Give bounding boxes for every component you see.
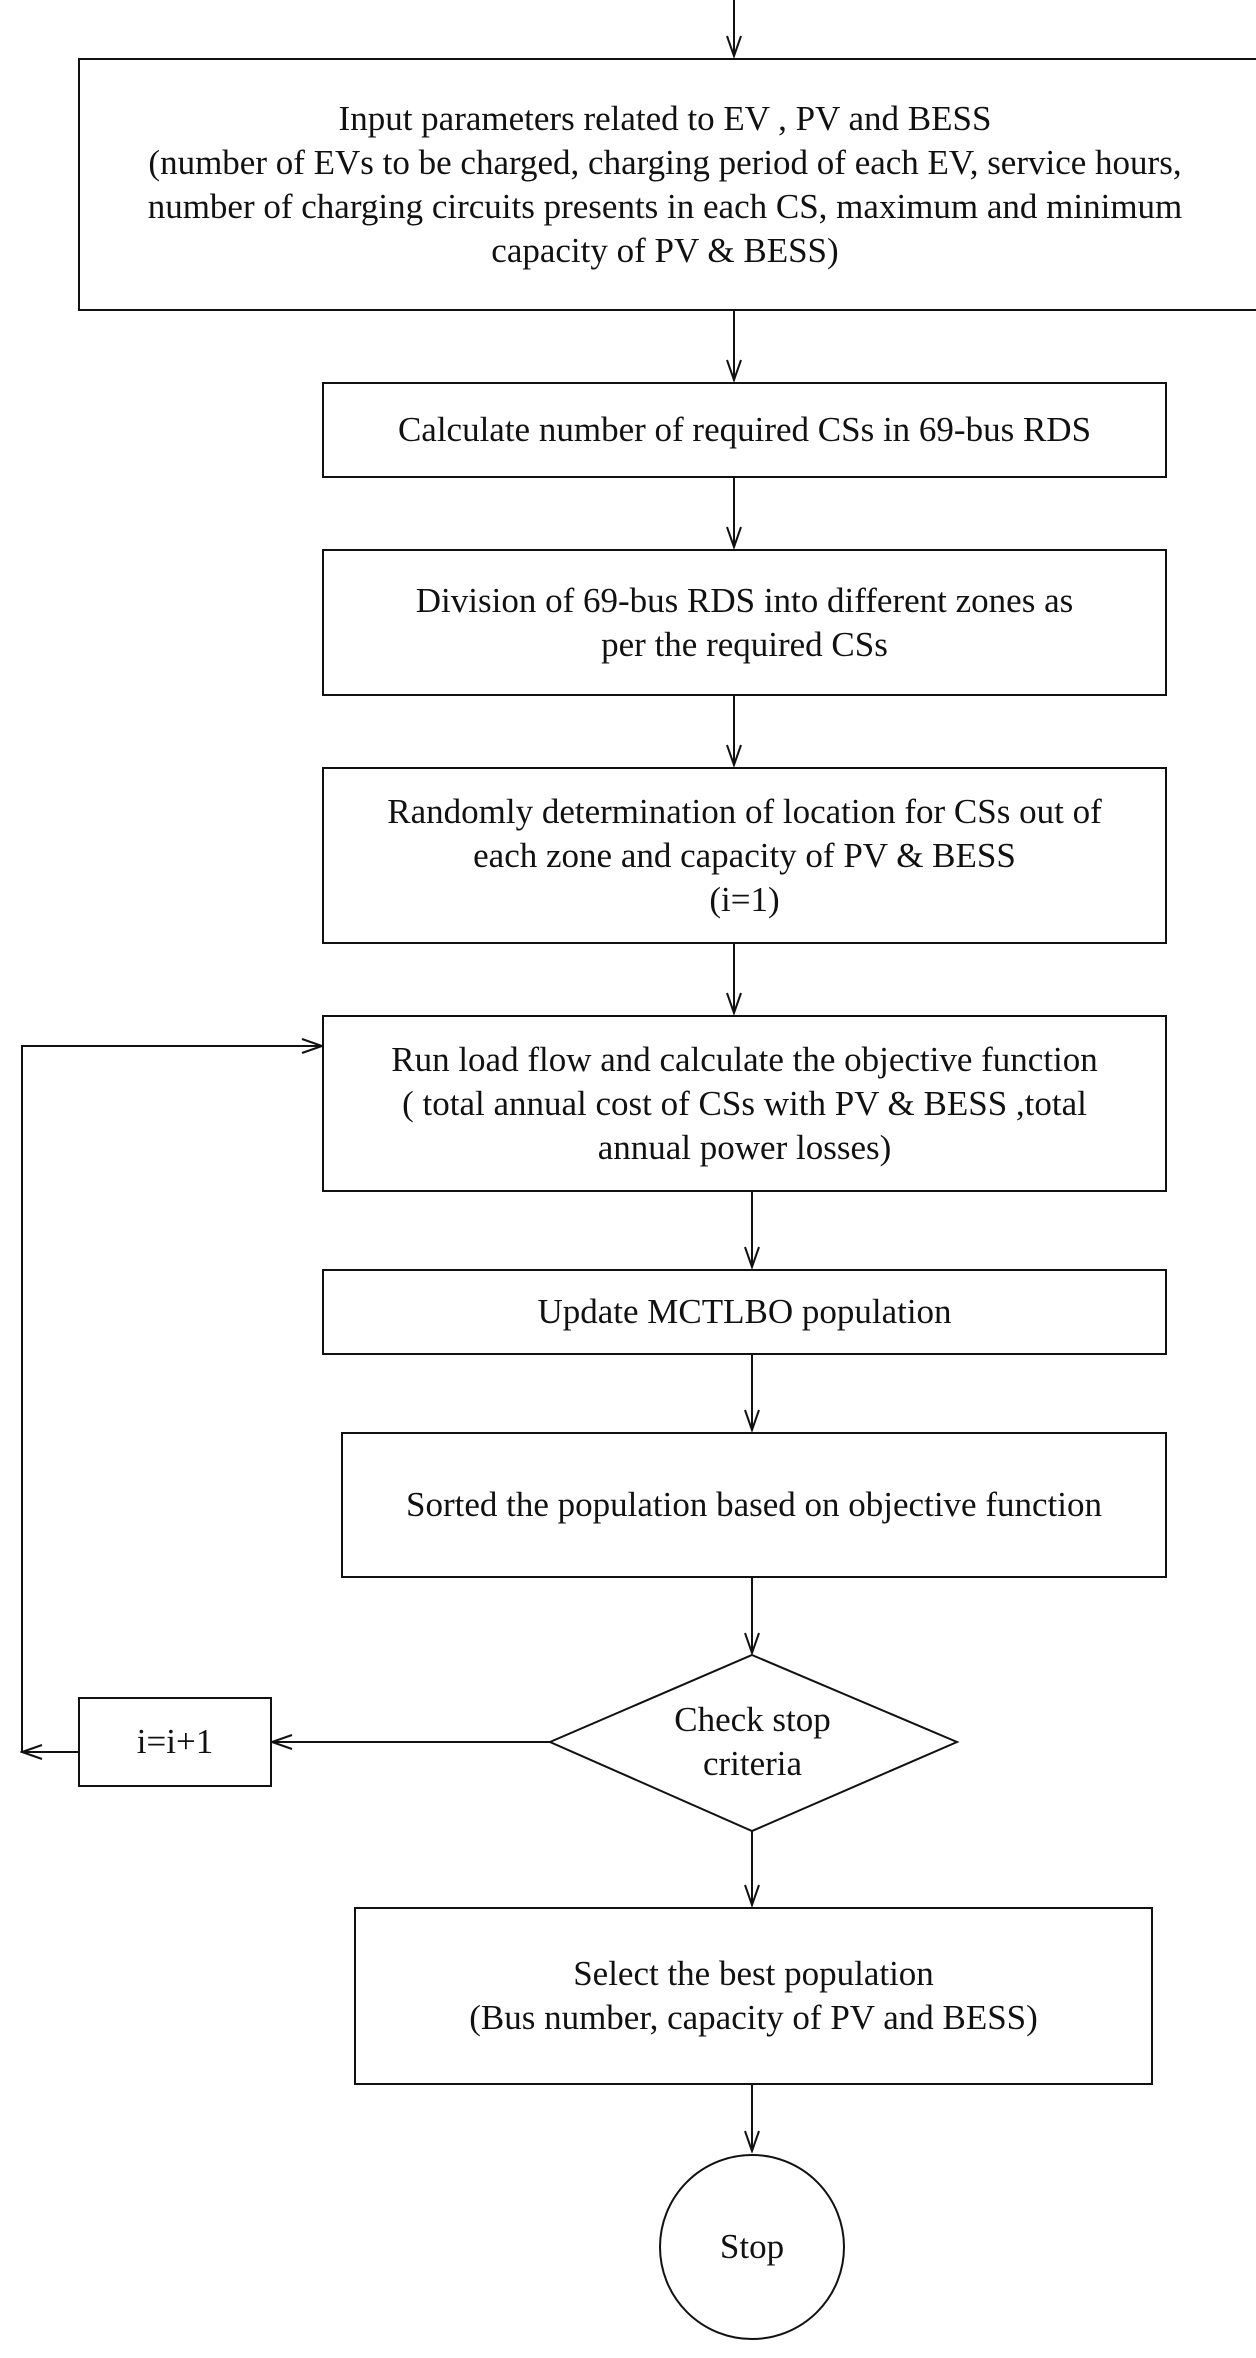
stop-line-1: Stop — [719, 2227, 785, 2266]
input-line-1: Input parameters related to EV , PV and … — [338, 98, 992, 138]
load-flow-line-2: ( total annual cost of CSs with PV & BES… — [402, 1083, 1087, 1123]
random-location-box: Randomly determination of location for C… — [322, 767, 1167, 944]
decision-diamond — [547, 1653, 960, 1833]
decision-line-2: criteria — [702, 1744, 803, 1783]
division-line-2: per the required CSs — [601, 624, 888, 664]
random-line-1: Randomly determination of location for C… — [387, 791, 1102, 831]
input-line-2: (number of EVs to be charged, charging p… — [148, 142, 1182, 182]
increment-box: i=i+1 — [78, 1697, 272, 1787]
stop-label: Stop — [662, 2203, 842, 2291]
random-line-2: each zone and capacity of PV & BESS — [473, 835, 1016, 875]
update-line-1: Update MCTLBO population — [537, 1292, 952, 1331]
load-flow-line-3: annual power losses) — [597, 1127, 892, 1167]
sorted-line-1: Sorted the population based on objective… — [406, 1485, 1102, 1524]
increment-line-1: i=i+1 — [136, 1722, 214, 1761]
decision-label: Check stop criteria — [600, 1690, 905, 1794]
select-line-2: (Bus number, capacity of PV and BESS) — [469, 1998, 1038, 2037]
division-zones-box: Division of 69-bus RDS into different zo… — [322, 549, 1167, 696]
random-line-3: (i=1) — [709, 879, 780, 919]
input-parameters-box: Input parameters related to EV , PV and … — [78, 58, 1256, 311]
load-flow-line-1: Run load flow and calculate the objectiv… — [391, 1039, 1098, 1079]
select-best-population-box: Select the best population (Bus number, … — [354, 1907, 1153, 2085]
update-population-box: Update MCTLBO population — [322, 1269, 1167, 1355]
load-flow-box: Run load flow and calculate the objectiv… — [322, 1015, 1167, 1192]
input-line-3: number of charging circuits presents in … — [147, 186, 1183, 226]
calculate-cs-box: Calculate number of required CSs in 69-b… — [322, 382, 1167, 478]
input-line-4: capacity of PV & BESS) — [491, 230, 839, 270]
loop-back-line — [21, 1046, 322, 1752]
select-line-1: Select the best population — [573, 1954, 934, 1993]
stop-circle — [659, 2154, 845, 2340]
decision-line-1: Check stop — [674, 1700, 831, 1739]
calculate-cs-line-1: Calculate number of required CSs in 69-b… — [397, 410, 1092, 449]
sorted-population-box: Sorted the population based on objective… — [341, 1432, 1167, 1578]
division-line-1: Division of 69-bus RDS into different zo… — [415, 580, 1074, 620]
